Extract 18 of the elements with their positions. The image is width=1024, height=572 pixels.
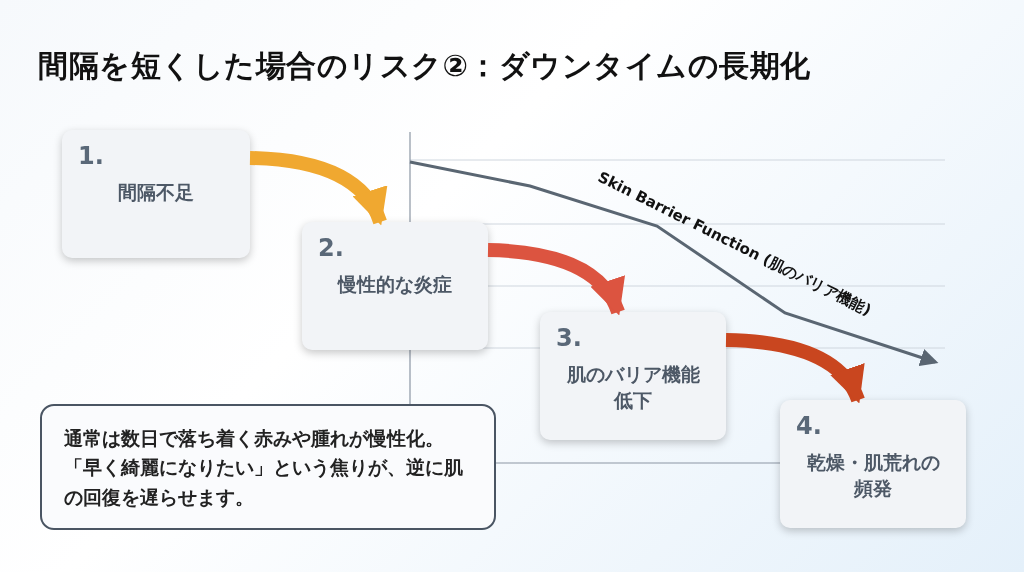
step-number: 1. — [78, 142, 104, 170]
step-number: 4. — [796, 412, 822, 440]
curved-arrow — [487, 243, 625, 316]
curved-arrow — [249, 151, 387, 226]
step-number: 2. — [318, 234, 344, 262]
step-number: 3. — [556, 324, 582, 352]
title: 間隔を短くした場合のリスク②：ダウンタイムの長期化 — [38, 47, 811, 85]
note-box — [40, 404, 496, 530]
step-label: 肌のバリア機能低下 — [565, 362, 701, 413]
curved-arrow — [725, 333, 865, 404]
step-label: 乾燥・肌荒れの頻発 — [805, 450, 941, 501]
step-label: 慢性的な炎症 — [336, 272, 453, 297]
step-box — [302, 222, 488, 350]
step-box — [62, 130, 250, 258]
note-text: 通常は数日で落ち着く赤みや腫れが慢性化。「早く綺麗になりたい」という焦りが、逆に肌の回復を遅らせます。 — [64, 426, 464, 510]
step-box — [540, 312, 726, 440]
step-label: 間隔不足 — [117, 180, 195, 205]
step-box — [780, 400, 966, 528]
